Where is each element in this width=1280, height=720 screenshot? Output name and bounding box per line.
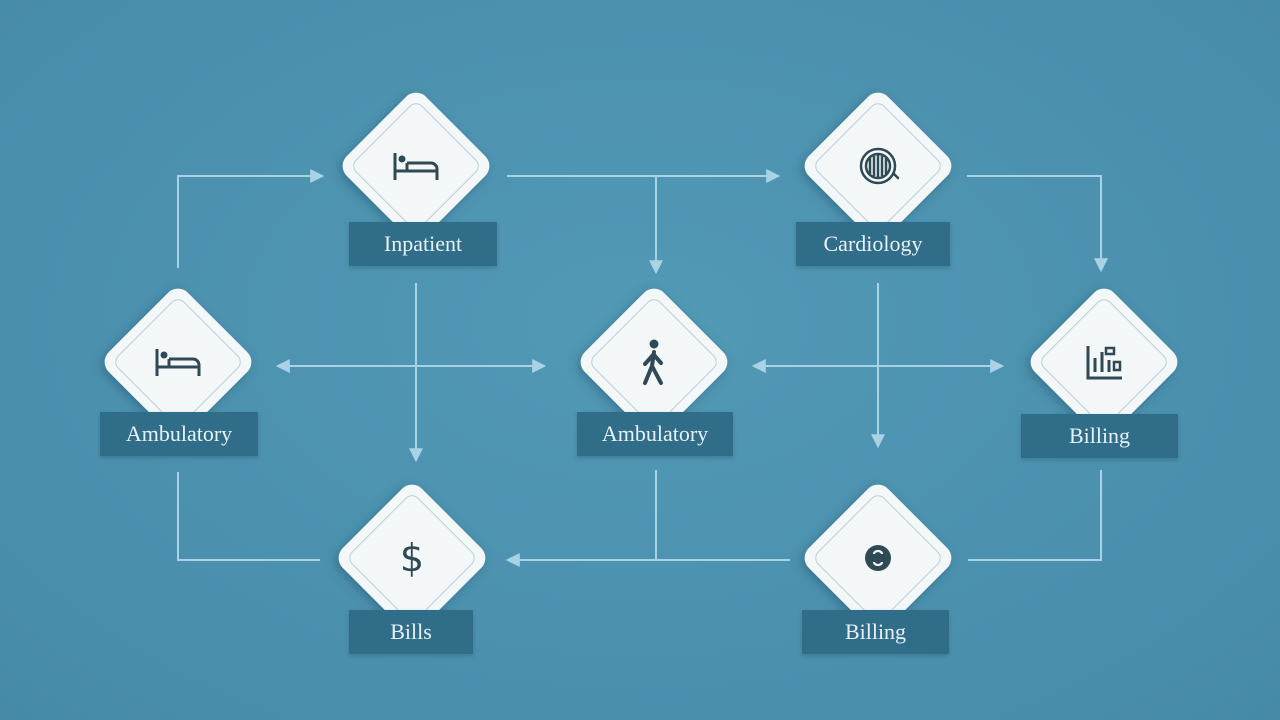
node-label: Bills — [349, 610, 473, 654]
dollar-sign-icon: $ — [384, 530, 440, 586]
node-label: Billing — [802, 610, 949, 654]
cardiology-icon — [850, 138, 906, 194]
node-label: Ambulatory — [577, 412, 733, 456]
node-label: Inpatient — [349, 222, 497, 266]
node-label: Billing — [1021, 414, 1178, 458]
chart-report-icon — [1076, 334, 1132, 390]
node-label: Ambulatory — [100, 412, 258, 456]
connector-ambulatory-to-inpatient — [177, 169, 325, 268]
connector-ambulatory-to-bills — [177, 472, 320, 561]
hospital-bed-icon — [388, 138, 444, 194]
coin-icon — [850, 530, 906, 586]
connector-center-to-bills — [505, 470, 657, 567]
walking-person-icon — [626, 334, 682, 390]
connector-billing-to-billing — [968, 470, 1102, 561]
hospital-bed-icon — [150, 334, 206, 390]
dollar-glyph: $ — [399, 536, 425, 580]
connector-cardiology-to-billing — [967, 175, 1108, 273]
node-label: Cardiology — [796, 222, 950, 266]
